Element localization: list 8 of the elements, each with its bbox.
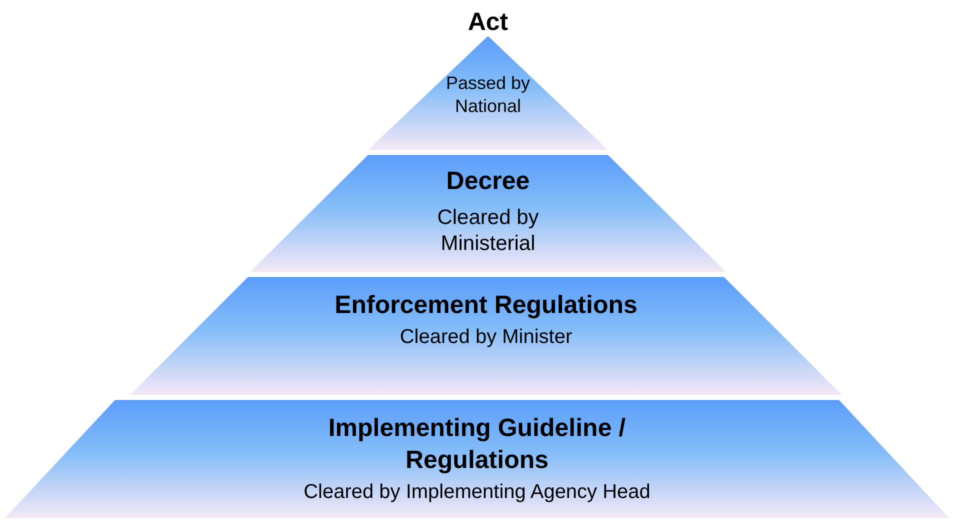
tier-description: Cleared by Implementing Agency Head xyxy=(302,480,652,505)
tier-description: Cleared by Minister xyxy=(398,325,574,350)
tier-title: Act xyxy=(468,7,508,38)
tier-title: Enforcement Regulations xyxy=(334,290,638,321)
tier-title: Implementing Guideline / Regulations xyxy=(327,413,627,476)
tier-description: Cleared by Ministerial xyxy=(436,205,540,258)
tier-title: Decree xyxy=(446,166,530,197)
tier-description: Passed by National xyxy=(444,72,532,117)
